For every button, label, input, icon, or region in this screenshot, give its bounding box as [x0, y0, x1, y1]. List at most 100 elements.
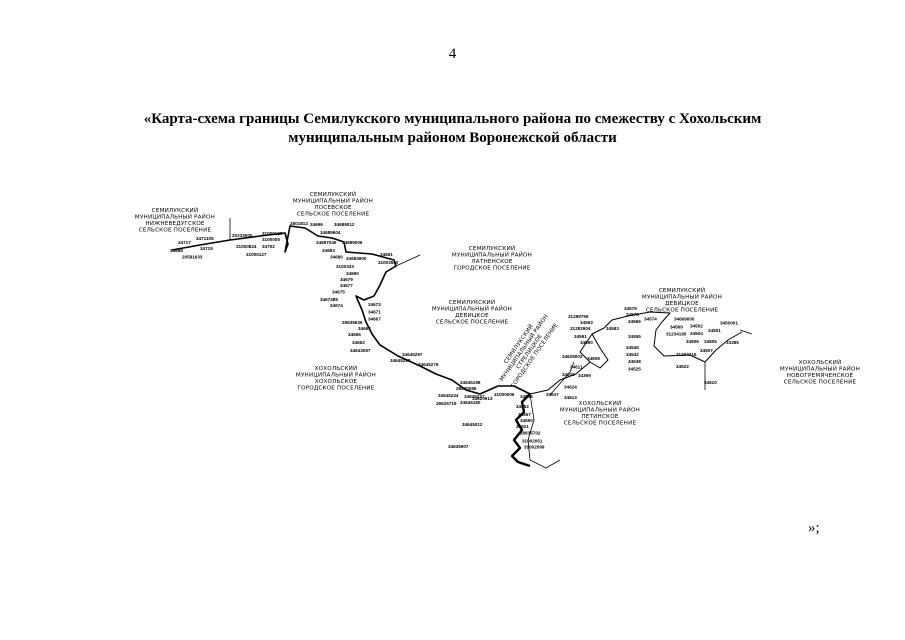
boundary-point-label: 34525 [628, 367, 641, 372]
boundary-point-label: 3100333 [336, 264, 354, 269]
boundary-point-label: 31002051 [522, 439, 543, 444]
boundary-line [589, 333, 609, 369]
boundary-point-label: 34657 [518, 412, 531, 417]
boundary-point-label: 34579 [624, 306, 637, 311]
boundary-point-label: 34608 [587, 356, 600, 361]
boundary-point-label: 34702 [262, 244, 275, 249]
boundary-point-label: 34662 [352, 340, 365, 345]
boundary-point-label: 34575 [626, 312, 639, 317]
boundary-point-label: 34680 [330, 255, 343, 260]
boundary-point-label: 34650 [520, 418, 533, 423]
boundary-point-label: 34645198 [460, 380, 481, 385]
boundary-point-label: 34545 [626, 345, 639, 350]
boundary-point-label: 34637 [546, 392, 559, 397]
boundary-point-label: 34664 [358, 326, 371, 331]
boundary-point-label: 34675 [332, 290, 345, 295]
boundary-point-label: 34566 [628, 319, 641, 324]
boundary-point-label: 34555 [628, 334, 641, 339]
boundary-point-label: 28625715 [436, 401, 457, 406]
boundary-point-label: 34667 [368, 317, 381, 322]
boundary-point-label: 34628003 [562, 354, 583, 359]
boundary-point-label: 29635636 [342, 320, 363, 325]
boundary-point-label: 34679 [340, 277, 353, 282]
boundary-point-label: 34689006 [342, 240, 363, 245]
page-title: «Карта-схема границы Семилукского муници… [143, 111, 762, 146]
boundary-point-label: 31003500 [378, 260, 399, 265]
boundary-point-label: 34683 [322, 248, 335, 253]
boundary-point-label: 34624 [564, 385, 577, 390]
boundary-point-label: 34681 [380, 252, 393, 257]
boundary-point-label: 34502 [690, 324, 703, 329]
boundary-point-label: 34590 [580, 340, 593, 345]
boundary-line [171, 225, 531, 395]
boundary-point-label: 34506 [686, 339, 699, 344]
boundary-point-label: 31289759 [568, 314, 589, 319]
boundary-point-label: 34522 [676, 364, 689, 369]
boundary-point-label: 02552002 [0, 0, 21, 1]
boundary-point-label: 34669000 [674, 317, 695, 322]
boundary-point-label: 3100005 [262, 237, 280, 242]
boundary-point-label: 34591 [574, 334, 587, 339]
boundary-point-label: 34689604 [320, 230, 341, 235]
boundary-point-label: 31000006 [494, 392, 515, 397]
boundary-line [395, 254, 421, 267]
boundary-point-label: 34645298 [390, 358, 411, 363]
boundary-point-label: 34569 [670, 325, 683, 330]
boundary-point-label: 31000824 [236, 244, 257, 249]
boundary-point-label: 34629 [562, 372, 575, 377]
boundary-point-label: 34510 [704, 380, 717, 385]
boundary-point-label: 34574 [644, 317, 657, 322]
boundary-point-label: 34593 [580, 320, 593, 325]
boundary-point-label: 34645297 [402, 352, 423, 357]
page-number: 4 [448, 46, 457, 62]
boundary-point-label: 33385 [726, 340, 739, 345]
boundary-point-label: 34652 [516, 404, 529, 409]
boundary-point-label: 34646 [520, 394, 533, 399]
boundary-point-label: 34504 [690, 331, 703, 336]
boundary-point-label: 31002099 [524, 445, 545, 450]
boundary-point-label: 28635086 [456, 386, 477, 391]
boundary-point-label: 20233000 [232, 233, 253, 238]
boundary-point-label: 31000125 [262, 231, 283, 236]
boundary-point-label: 34645276 [418, 362, 439, 367]
boundary-point-label: 34688 [170, 248, 183, 253]
boundary-point-label: 34687049 [316, 240, 337, 245]
boundary-point-label: 3471105 [196, 236, 214, 241]
boundary-point-label: 34620913 [472, 396, 493, 401]
boundary-point-label: 34689012 [334, 222, 355, 227]
boundary-point-label: 3450001 [720, 321, 738, 326]
boundary-point-label: 34507 [700, 348, 713, 353]
boundary-point-label: 31282904 [570, 326, 591, 331]
boundary-line [527, 393, 561, 469]
boundary-point-label: 34643087 [350, 348, 371, 353]
boundary-point-label: 34369 [578, 373, 591, 378]
boundary-point-label: 34715 [200, 246, 213, 251]
boundary-point-label: 34538 [628, 359, 641, 364]
boundary-point-label: 34645234 [438, 393, 459, 398]
boundary-point-label: 34505 [704, 339, 717, 344]
boundary-point-label: 34677 [340, 283, 353, 288]
boundary-point-label: 34696 [310, 222, 323, 227]
boundary-point-label: 34501 [708, 328, 721, 333]
boundary-point-label: 20581633 [182, 255, 203, 260]
boundary-point-label: 34673 [368, 302, 381, 307]
boundary-line [529, 311, 743, 395]
boundary-point-label: 34645180 [460, 400, 481, 405]
boundary-point-label: 34674 [330, 303, 343, 308]
boundary-point-label: 34611 [570, 365, 583, 370]
boundary-point-label: 34636907 [448, 444, 469, 449]
boundary-point-label: 34684900 [346, 256, 367, 261]
boundary-point-label: 34666 [348, 332, 361, 337]
boundary-point-label: 34645012 [462, 422, 483, 427]
boundary-point-label: 34645237 [464, 394, 485, 399]
closing-quote: »; [808, 520, 820, 536]
